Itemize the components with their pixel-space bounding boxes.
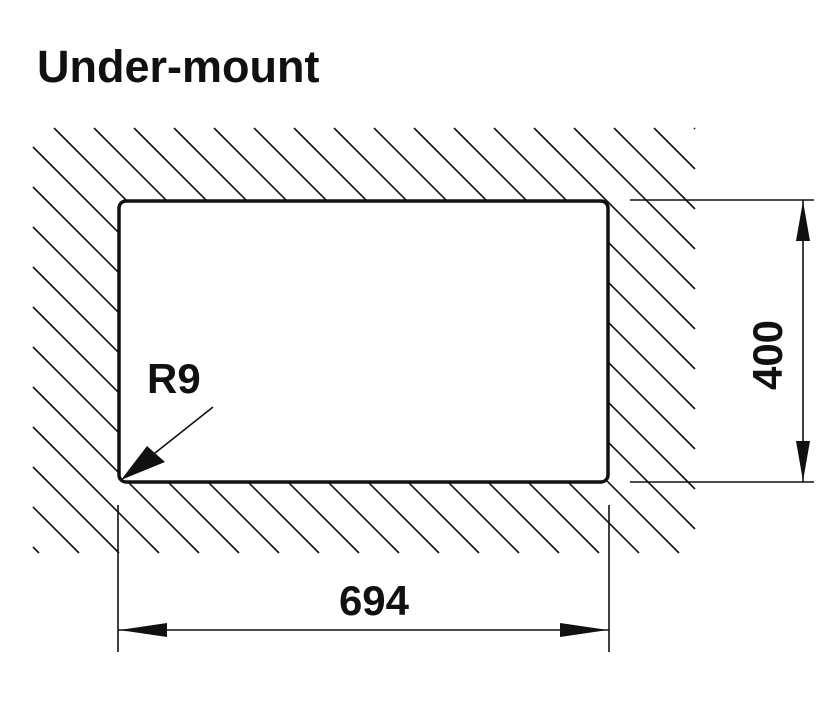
hatch-line	[32, 506, 80, 554]
hatch-line	[32, 426, 160, 554]
arrow-down-icon	[796, 441, 810, 481]
hatch-line	[653, 127, 696, 170]
hatch-line	[32, 466, 120, 554]
arrow-left-icon	[119, 623, 167, 637]
radius-arrow-icon	[121, 446, 165, 480]
height-dimension	[630, 199, 814, 483]
hatch-line	[32, 386, 200, 554]
radius-leader	[121, 406, 214, 480]
arrow-up-icon	[796, 201, 810, 241]
hatch-line	[693, 127, 696, 130]
arrow-right-icon	[560, 623, 608, 637]
hatch-line	[533, 127, 696, 290]
width-label: 694	[339, 577, 410, 624]
height-label: 400	[744, 320, 791, 390]
hatch-line	[32, 546, 40, 554]
radius-label: R9	[147, 355, 201, 402]
hatch-line	[573, 127, 696, 250]
hatch-line	[613, 127, 696, 210]
sink-outline	[117, 199, 610, 484]
width-dimension	[117, 505, 610, 652]
diagram-title: Under-mount	[37, 41, 320, 92]
